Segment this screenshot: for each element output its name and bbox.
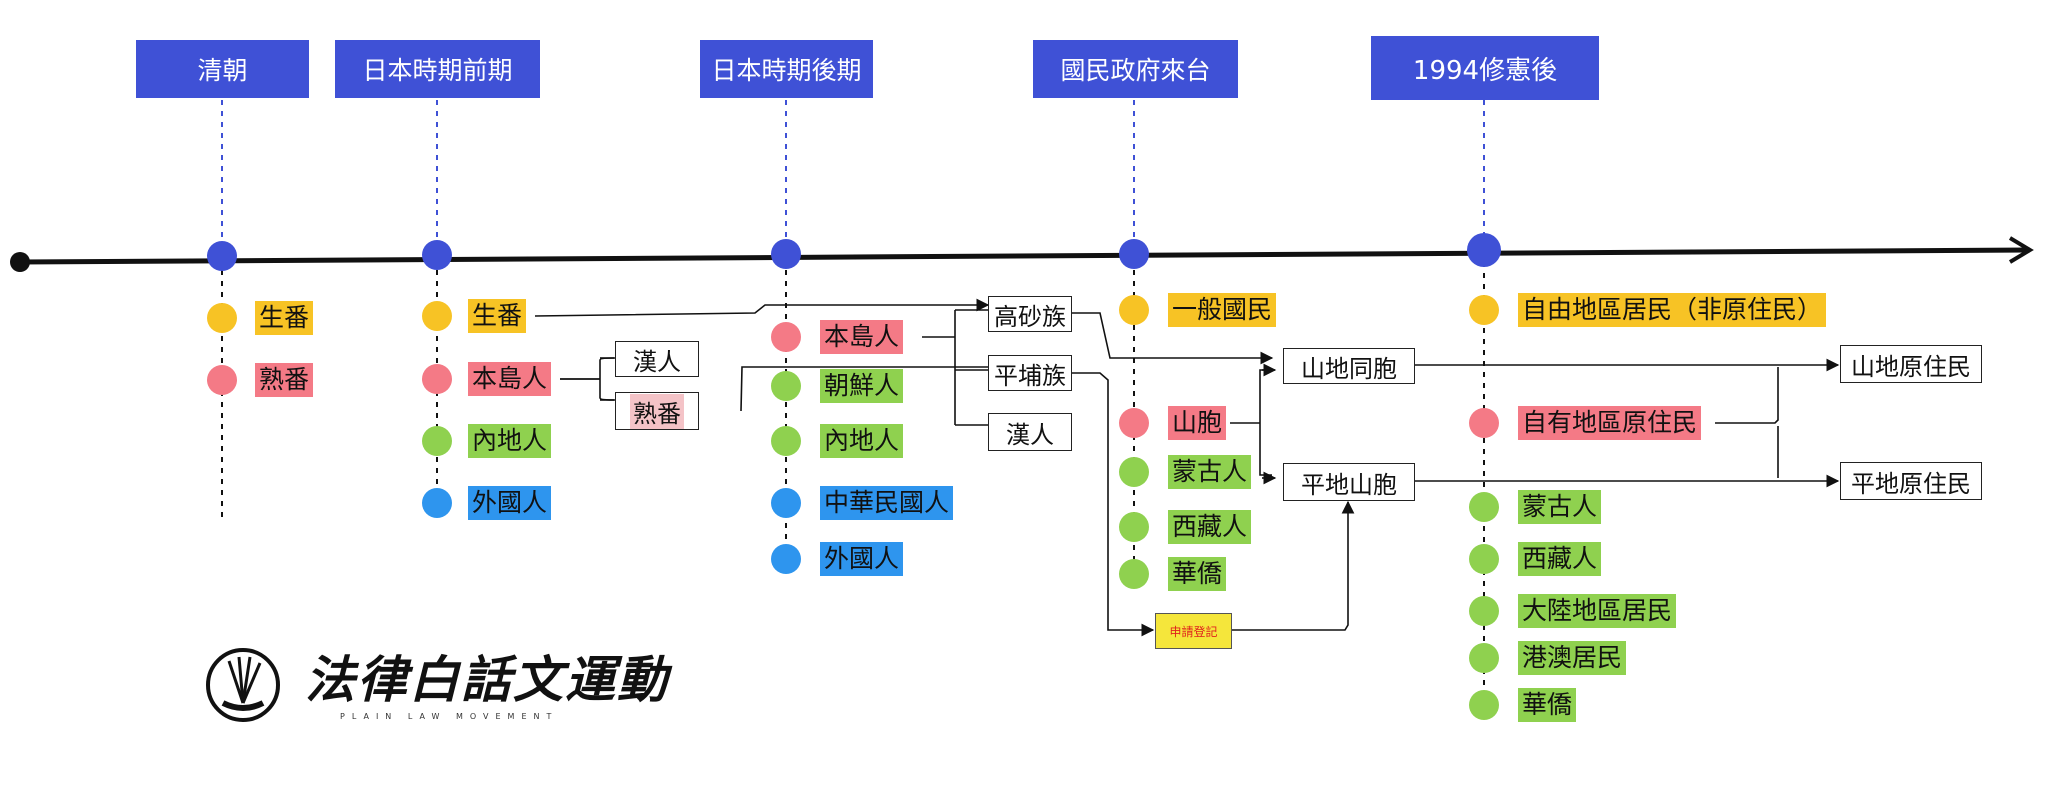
early-label-sheng-fan: 生番 [468, 299, 527, 333]
timeline-arrowhead [2008, 236, 2034, 264]
era-header-1994: 1994修憲後 [1371, 36, 1599, 100]
kmt-label-shanbao: 山胞 [1168, 406, 1227, 440]
qing-label-sheng-fan: 生番 [255, 301, 314, 335]
early-box-shu-fan: 熟番 [615, 392, 699, 430]
era-dot-late-japan [771, 239, 801, 269]
kmt-label-mongol: 蒙古人 [1168, 455, 1252, 489]
qing-label-shu-fan: 熟番 [255, 363, 314, 397]
kmt-label-general: 一般國民 [1168, 293, 1277, 327]
post-label-tibet: 西藏人 [1518, 542, 1602, 576]
late-box-han: 漢人 [988, 413, 1072, 451]
kmt-label-tibet: 西藏人 [1168, 510, 1252, 544]
post-label-non-indigenous: 自由地區居民（非原住民） [1518, 293, 1827, 327]
era-header-early-japan: 日本時期前期 [335, 40, 540, 98]
post-box-mountain: 山地原住民 [1840, 345, 1982, 383]
late-box-pingpu: 平埔族 [988, 355, 1072, 391]
late-label-zhonghua: 中華民國人 [820, 486, 954, 520]
post-label-mainland: 大陸地區居民 [1518, 594, 1677, 628]
logo-name: 法律白話文運動 [305, 650, 669, 709]
post-label-overseas: 華僑 [1518, 688, 1577, 722]
late-label-chaoxian: 朝鮮人 [820, 369, 904, 403]
era-header-kmt: 國民政府來台 [1033, 40, 1238, 98]
kmt-box-plain: 平地山胞 [1283, 463, 1415, 501]
early-box-shu-fan-text: 熟番 [630, 393, 684, 429]
early-box-han: 漢人 [615, 341, 699, 377]
late-box-gaosha: 高砂族 [988, 296, 1072, 332]
timeline-start-dot [10, 252, 30, 272]
timeline-axis [19, 247, 2031, 265]
logo: 法律白話文運動 PLAIN LAW MOVEMENT [205, 640, 667, 735]
post-label-indigenous: 自有地區原住民 [1518, 406, 1702, 440]
post-label-mongol: 蒙古人 [1518, 490, 1602, 524]
era-header-qing: 清朝 [136, 40, 309, 98]
early-label-bendao: 本島人 [468, 362, 552, 396]
early-label-neidi: 內地人 [468, 424, 552, 458]
era-dot-early-japan [422, 240, 452, 270]
kmt-register-box: 申請登記 [1155, 613, 1232, 649]
fan-icon [206, 648, 280, 722]
era-header-late-japan: 日本時期後期 [700, 40, 873, 98]
post-label-hkmacau: 港澳居民 [1518, 641, 1627, 675]
era-dot-qing [207, 241, 237, 271]
late-label-bendao: 本島人 [820, 320, 904, 354]
post-box-plain: 平地原住民 [1840, 462, 1982, 500]
logo-subtitle: PLAIN LAW MOVEMENT [340, 712, 559, 721]
early-label-waiguo: 外國人 [468, 486, 552, 520]
late-label-neidi: 內地人 [820, 424, 904, 458]
connector-lines [534, 298, 1840, 637]
era-dot-1994 [1467, 233, 1501, 267]
category-dots [207, 295, 1499, 720]
late-label-waiguo: 外國人 [820, 542, 904, 576]
kmt-box-mountain: 山地同胞 [1283, 348, 1415, 384]
era-dot-kmt [1119, 239, 1149, 269]
kmt-label-overseas: 華僑 [1168, 557, 1227, 591]
